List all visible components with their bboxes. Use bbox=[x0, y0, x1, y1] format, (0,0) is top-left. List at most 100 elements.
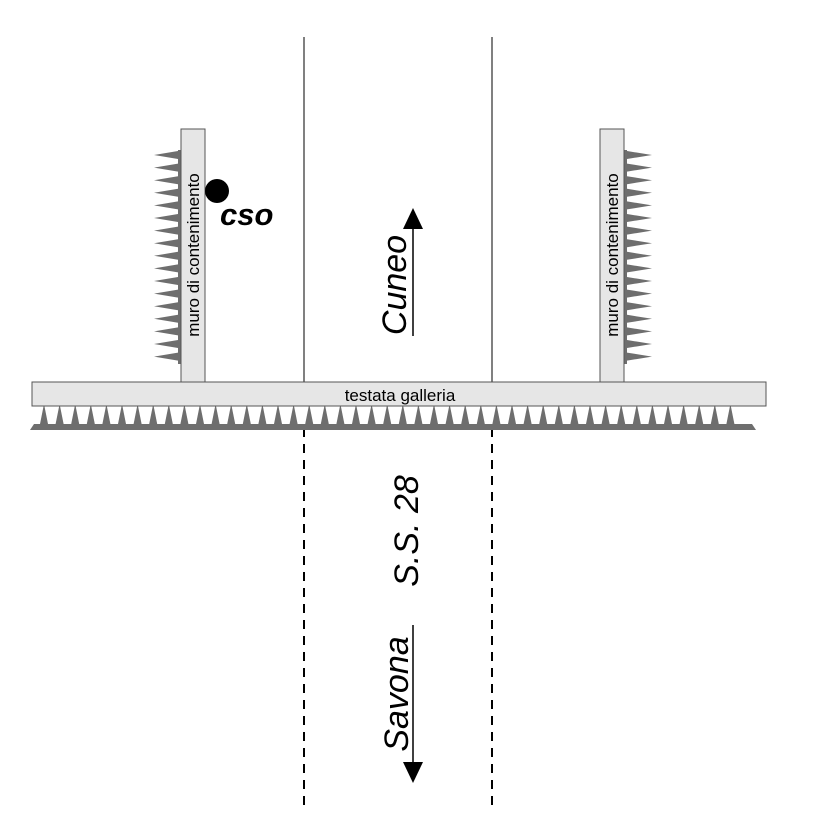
portal-spike bbox=[86, 404, 95, 424]
retaining-wall-right-label: muro di contenimento bbox=[603, 173, 622, 336]
wall-spike bbox=[154, 214, 178, 222]
wall-spike bbox=[154, 289, 178, 298]
wall-spike bbox=[154, 302, 178, 311]
wall-spike bbox=[154, 239, 178, 248]
tunnel-portal-body bbox=[31, 381, 767, 407]
portal-spike bbox=[320, 404, 329, 424]
wall-spike bbox=[627, 352, 652, 361]
wall-spike bbox=[627, 314, 652, 323]
portal-spike bbox=[430, 404, 438, 424]
portal-spike bbox=[492, 404, 501, 424]
portal-spike bbox=[367, 404, 376, 424]
arrow-down-icon bbox=[403, 762, 423, 783]
tunnel-portal-label: testata galleria bbox=[345, 386, 456, 405]
wall-spike bbox=[627, 176, 652, 185]
portal-spike bbox=[632, 404, 641, 424]
portal-spike bbox=[586, 404, 594, 424]
tunnel-portal: testata galleria bbox=[30, 381, 767, 430]
direction-south: Savona bbox=[378, 625, 423, 783]
portal-spike bbox=[554, 404, 563, 424]
wall-spike bbox=[154, 201, 178, 210]
wall-spike bbox=[154, 352, 178, 361]
arrow-up-icon bbox=[403, 208, 423, 229]
wall-spike bbox=[154, 277, 178, 285]
direction-south-label: Savona bbox=[378, 636, 416, 751]
wall-spike bbox=[627, 289, 652, 298]
portal-spike bbox=[648, 404, 657, 424]
wall-spikes-right bbox=[624, 150, 652, 364]
portal-spike bbox=[523, 404, 532, 424]
portal-spikes bbox=[30, 404, 756, 430]
wall-spike bbox=[154, 251, 178, 260]
portal-spike bbox=[570, 404, 579, 424]
wall-spike bbox=[154, 163, 178, 172]
portal-spike bbox=[196, 404, 204, 424]
wall-spike bbox=[627, 151, 652, 159]
station-label: cso bbox=[220, 197, 273, 232]
portal-spike bbox=[242, 404, 251, 424]
portal-spike bbox=[383, 404, 392, 424]
retaining-wall-left-body bbox=[180, 128, 206, 383]
wall-spike bbox=[627, 188, 652, 197]
portal-spike bbox=[211, 404, 220, 424]
wall-spike bbox=[154, 151, 178, 159]
wall-spike bbox=[627, 327, 652, 336]
wall-spike bbox=[154, 176, 178, 185]
portal-spike bbox=[617, 404, 626, 424]
portal-spike bbox=[274, 404, 282, 424]
portal-spike bbox=[149, 404, 158, 424]
portal-spike bbox=[539, 404, 548, 424]
portal-spike bbox=[601, 404, 610, 424]
portal-spike bbox=[40, 404, 48, 424]
portal-spike bbox=[710, 404, 719, 424]
portal-spike-base bbox=[30, 424, 756, 430]
road-name-label: S.S. 28 bbox=[388, 475, 426, 587]
portal-spike bbox=[258, 404, 267, 424]
portal-spike bbox=[398, 404, 407, 424]
portal-spike bbox=[133, 404, 142, 424]
wall-spike-base bbox=[178, 150, 181, 364]
wall-spike bbox=[627, 264, 652, 273]
portal-spike bbox=[180, 404, 189, 424]
portal-spike bbox=[461, 404, 470, 424]
wall-spike bbox=[154, 264, 178, 273]
portal-spike bbox=[726, 404, 735, 424]
wall-spike bbox=[627, 302, 652, 311]
filled-circle-icon bbox=[205, 179, 229, 203]
portal-spike bbox=[164, 404, 173, 424]
portal-spike bbox=[336, 404, 345, 424]
direction-north-label: Cuneo bbox=[376, 235, 414, 335]
wall-spike bbox=[627, 251, 652, 260]
portal-spike bbox=[352, 404, 360, 424]
portal-spike bbox=[71, 404, 80, 424]
wall-spike bbox=[154, 327, 178, 336]
wall-spike bbox=[627, 214, 652, 222]
portal-spike bbox=[695, 404, 704, 424]
wall-spike bbox=[154, 314, 178, 323]
portal-spike bbox=[414, 404, 423, 424]
wall-spike bbox=[627, 239, 652, 248]
portal-spike bbox=[445, 404, 454, 424]
portal-spike bbox=[55, 404, 64, 424]
retaining-wall-left: muro di contenimento bbox=[154, 128, 206, 383]
wall-spike bbox=[627, 226, 652, 235]
wall-spike bbox=[154, 226, 178, 235]
portal-spike bbox=[305, 404, 314, 424]
portal-spike bbox=[102, 404, 111, 424]
wall-spike bbox=[154, 188, 178, 197]
retaining-wall-right: muro di contenimento bbox=[599, 128, 652, 383]
portal-spike bbox=[289, 404, 298, 424]
portal-spike bbox=[118, 404, 126, 424]
wall-spikes-left bbox=[154, 150, 181, 364]
portal-spike bbox=[227, 404, 236, 424]
wall-spike bbox=[627, 277, 652, 285]
wall-spike bbox=[154, 340, 178, 348]
portal-spike bbox=[476, 404, 485, 424]
wall-spike bbox=[627, 340, 652, 348]
portal-spike bbox=[679, 404, 688, 424]
wall-spike bbox=[627, 201, 652, 210]
retaining-wall-left-label: muro di contenimento bbox=[184, 173, 203, 336]
direction-north: Cuneo bbox=[376, 208, 423, 336]
portal-spike bbox=[508, 404, 516, 424]
